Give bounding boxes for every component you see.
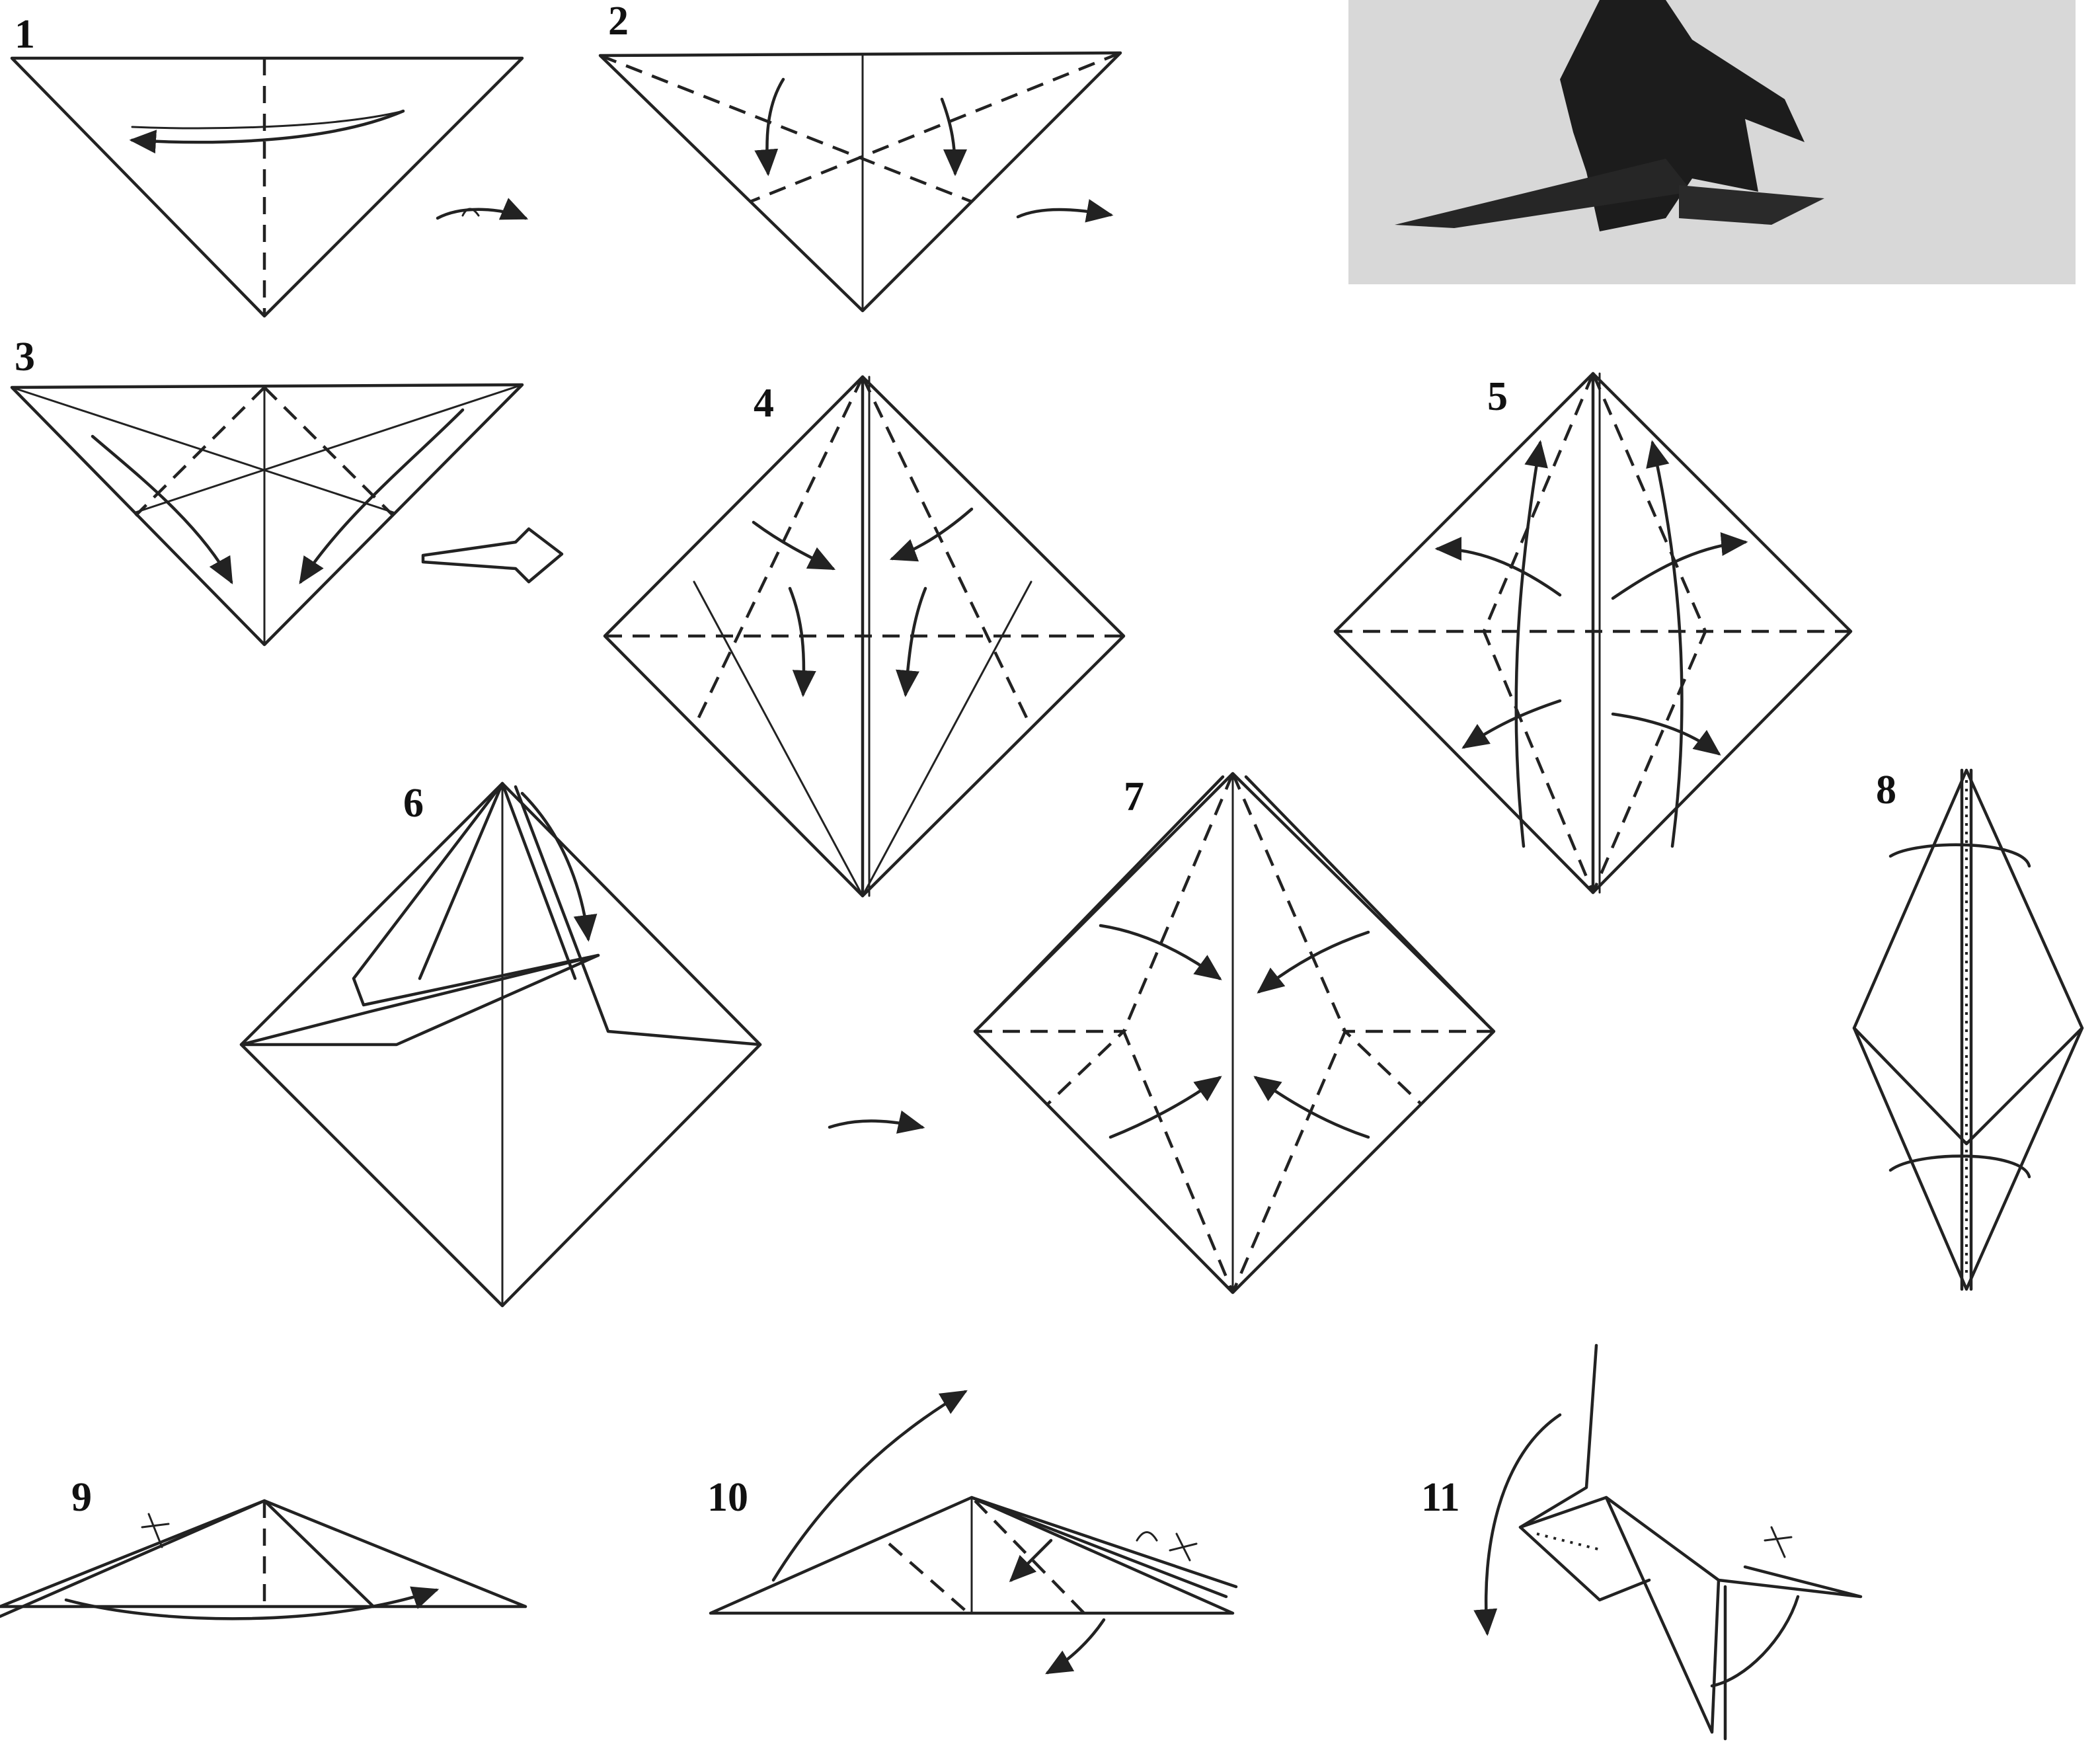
step-7-arrow-1 xyxy=(1101,926,1220,978)
step-1-number: 1 xyxy=(15,12,35,57)
step-9-diagram: 9 xyxy=(0,1475,525,1618)
step-3-arrow-right xyxy=(301,410,463,582)
step-4-number: 4 xyxy=(754,381,774,426)
step-7-diagram: 7 xyxy=(975,774,1494,1293)
step-8-diagram: 8 xyxy=(1854,768,2082,1289)
step-10-arrow-down xyxy=(1048,1620,1104,1673)
step-10-diagram: 10 xyxy=(707,1392,1236,1673)
step-3-arrow-left xyxy=(93,436,231,582)
step-7-valley-fold-right-2 xyxy=(1345,1031,1494,1104)
step-4-arrow-1 xyxy=(754,522,833,569)
step-3-diagram: 3 xyxy=(12,335,562,645)
step-8-inner-fold xyxy=(1854,1028,2082,1144)
step-4-valley-fold-left xyxy=(694,377,863,727)
step-11-leg xyxy=(1606,1497,1719,1732)
step-4-diagram: 4 xyxy=(605,377,1124,896)
step-6-folded-point xyxy=(241,955,598,1045)
step-11-diagram: 11 xyxy=(1421,1345,1861,1739)
step-5-arrow-out-1 xyxy=(1438,549,1560,595)
step-10-arrow-up xyxy=(773,1392,965,1580)
step-4-crease-right xyxy=(863,582,1031,896)
step-5-diagram: 5 xyxy=(1335,374,1851,893)
step-7-valley-fold-left xyxy=(1124,774,1233,1293)
step-8-kite xyxy=(1854,770,2082,1289)
step-7-number: 7 xyxy=(1124,774,1144,819)
finished-model-photo xyxy=(1348,0,2076,284)
step-10-number: 10 xyxy=(707,1475,748,1520)
step-2-arrow-right xyxy=(942,99,955,173)
step-11-body xyxy=(1520,1497,1861,1597)
step-5-arrow-out-3 xyxy=(1464,701,1560,747)
step-10-layers xyxy=(972,1497,1236,1597)
step-1-triangle xyxy=(12,58,522,316)
step-2-diagram: 2 xyxy=(600,0,1120,311)
step-6-number: 6 xyxy=(403,781,424,826)
step-4-crease-left xyxy=(694,582,863,896)
step-3-valley-fold-left xyxy=(136,387,264,516)
step-2-arrow-left xyxy=(767,79,783,173)
step-1-diagram: 1 xyxy=(12,12,525,316)
turn-over-icon xyxy=(1018,210,1110,217)
step-2-triangle xyxy=(600,53,1120,311)
step-7-layer-edges xyxy=(985,777,1484,1021)
step-6-diagram: 6 xyxy=(241,781,760,1306)
turn-over-icon xyxy=(830,1121,922,1127)
step-2-number: 2 xyxy=(608,0,629,44)
step-4-valley-fold-right xyxy=(863,377,1031,727)
step-9-edges xyxy=(0,1501,373,1616)
step-5-arrow-out-2 xyxy=(1613,542,1745,598)
step-2-valley-fold-left xyxy=(600,56,972,202)
step-5-arrow-up-right xyxy=(1653,443,1682,846)
step-5-number: 5 xyxy=(1487,374,1508,419)
step-8-number: 8 xyxy=(1876,768,1896,813)
step-4-arrow-2 xyxy=(892,509,972,559)
step-11-crimp-mark xyxy=(1765,1527,1791,1557)
step-2-valley-fold-right xyxy=(750,53,1120,202)
step-3-triangle xyxy=(12,385,522,645)
step-3-number: 3 xyxy=(15,335,35,379)
step-7-valley-fold-left-2 xyxy=(975,1031,1124,1104)
step-5-arrow-out-4 xyxy=(1613,714,1719,754)
step-11-head xyxy=(1520,1345,1649,1600)
step-10-fold-lines xyxy=(889,1501,1084,1613)
step-11-number: 11 xyxy=(1421,1475,1460,1520)
step-7-square xyxy=(975,774,1494,1293)
step-11-fold-line xyxy=(1537,1534,1603,1550)
turn-over-icon xyxy=(438,210,525,218)
step-4-arrow-3 xyxy=(790,588,804,694)
step-5-valley-fold-right xyxy=(1593,374,1705,893)
step-7-valley-fold-right xyxy=(1233,774,1345,1293)
step-9-number: 9 xyxy=(71,1475,92,1520)
step-9-arrow xyxy=(66,1590,436,1618)
next-step-arrow-icon xyxy=(423,529,562,582)
step-4-arrow-4 xyxy=(906,588,925,694)
step-3-crease-right xyxy=(136,385,522,512)
step-7-arrow-3 xyxy=(1110,1078,1220,1137)
